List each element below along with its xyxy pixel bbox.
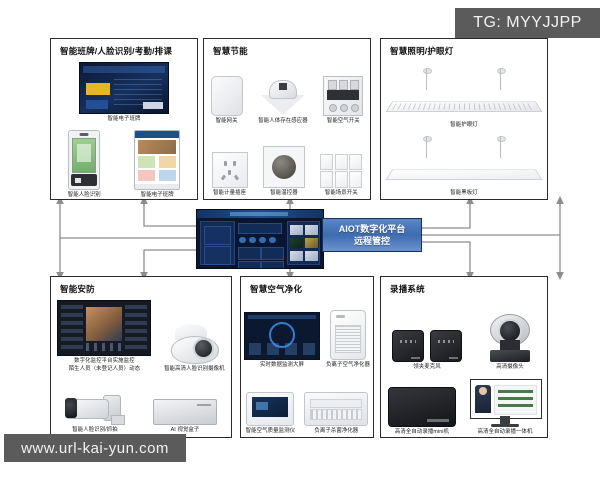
tg-watermark: TG: MYYJJPP [455,8,600,38]
device-caption: AI 视觉盒子 [170,426,200,433]
device-item[interactable]: 智能人体存在感应器 [256,79,310,125]
metering-socket-art [211,151,248,188]
panel-smart-energy[interactable]: 智慧节能 智能网关 智能人体存在感应器 智能空气开关 [203,38,371,200]
device-item[interactable]: 智能人脸识别 [67,129,101,199]
class-info-display-art [134,129,181,190]
device-item[interactable]: 领夹麦克风 [392,329,462,371]
ai-vision-box-art [153,398,217,425]
device-item[interactable]: 智能黑板灯 [385,135,543,197]
device-item[interactable]: 智能场景开关 [320,153,363,197]
panel-smart-security[interactable]: 智能安防 数字化监控平台实施监控 陌生人员（未登记人员）动态 智能高清人脸识别摄… [50,276,232,438]
device-caption: 智能电子班牌 [140,191,174,198]
device-item[interactable]: 智能温控器 [262,145,305,197]
presence-sensor-art [256,79,310,116]
aiot-label-line1: AIOT数字化平台 [338,223,406,234]
device-item[interactable]: 智能高清人脸识别摄像机 [164,323,225,373]
device-caption: 智能空气质量监测仪 [245,427,296,434]
device-caption: 智能高清人脸识别摄像机 [164,365,225,372]
device-caption: 智能人体存在感应器 [258,117,308,124]
device-item[interactable]: 高清全自动录播一体机 [470,378,542,436]
device-caption: 负离子空气净化器 [326,361,370,368]
device-item[interactable]: 负离子空气净化器 [326,309,370,369]
device-caption: 智能温控器 [270,189,298,196]
panel-title: 智能安防 [60,284,95,294]
mini-recorder-art [388,386,456,427]
device-item[interactable]: 智能电子班牌 [134,129,181,199]
bullet-camera-art [65,394,125,425]
device-item[interactable]: 智能电子班牌 [79,61,169,123]
smart-class-board-art [79,61,169,114]
panel-title: 智慧空气净化 [250,284,303,294]
device-item[interactable]: 负离子杀菌净化器 [304,391,369,435]
device-caption: 智能护眼灯 [450,121,478,128]
device-caption: 智能黑板灯 [450,189,478,196]
device-caption: 智能计量插座 [213,189,247,196]
device-item[interactable]: 智能空气质量监测仪 [245,391,296,435]
device-item[interactable]: 智能人脸识别/抓拍 [65,394,125,434]
air-quality-monitor-art [246,391,295,426]
device-caption: 智能场景开关 [324,189,358,196]
panel-title: 智能班牌/人脸识别/考勤/排课 [60,46,173,56]
aiot-platform-label[interactable]: AIOT数字化平台 远程管控 [322,218,422,252]
device-item[interactable]: 智能计量插座 [211,151,248,197]
panel-title: 录播系统 [390,284,425,294]
url-watermark: www.url-kai-yun.com [4,434,186,462]
device-item[interactable]: 实时数据监测大屏 [244,311,321,369]
device-caption: 智能电子班牌 [107,115,141,122]
ptz-camera-art [484,313,536,362]
device-item[interactable]: AI 视觉盒子 [153,398,217,434]
panel-air-purification[interactable]: 智慧空气净化 实时数据监测大屏 负离子空气净化器 智能空气质量监测仪 [240,276,374,438]
device-caption: 智能人脸识别 [67,191,101,198]
all-in-one-recorder-art [470,378,542,427]
eye-care-pendant-lamp-art [385,67,543,120]
lavalier-mics-art [392,329,462,362]
device-caption: 高清全自动录播mini机 [394,428,450,435]
device-item[interactable]: 高清摄像头 [484,313,536,371]
scene-switch-art [320,153,363,188]
device-item[interactable]: 智能网关 [210,75,243,125]
panel-title: 智慧节能 [213,46,248,56]
smart-gateway-art [210,75,243,116]
aiot-platform-dashboard[interactable] [196,209,324,269]
security-monitor-wall-art [57,300,152,357]
device-caption: 实时数据监测大屏 [260,361,304,368]
air-purifier-art [330,309,367,360]
device-item[interactable]: 智能空气开关 [323,75,364,125]
dome-camera-art [171,323,220,364]
device-caption: 领夹麦克风 [413,363,441,370]
panel-title: 智慧照明/护眼灯 [390,46,454,56]
device-item[interactable]: 高清全自动录播mini机 [388,386,456,436]
device-caption: 智能网关 [215,117,238,124]
blackboard-pendant-lamp-art [385,135,543,188]
device-caption: 负离子杀菌净化器 [314,427,359,434]
wall-purifier-art [304,391,369,426]
device-item[interactable]: 数字化监控平台实施监控 陌生人员（未登记人员）动态 [57,300,152,373]
aiot-label-line2: 远程管控 [353,236,390,246]
thermostat-art [262,145,305,188]
panel-smart-lighting[interactable]: 智慧照明/护眼灯 智能护眼灯 智能黑板灯 [380,38,548,200]
device-caption: 高清摄像头 [496,363,524,370]
air-data-screen-art [244,311,321,360]
device-caption: 智能人脸识别/抓拍 [72,426,118,433]
device-caption: 数字化监控平台实施监控 陌生人员（未登记人员）动态 [68,358,141,372]
device-caption: 高清全自动录播一体机 [477,428,533,435]
device-caption: 智能空气开关 [326,117,360,124]
panel-smart-classroom[interactable]: 智能班牌/人脸识别/考勤/排课 智能电子班牌 智能人脸识别 [50,38,198,200]
air-breaker-art [323,75,364,116]
panel-recording-system[interactable]: 录播系统 领夹麦克风 高清摄像头 高清全自动录播mini机 [380,276,548,438]
face-terminal-art [68,129,101,190]
device-item[interactable]: 智能护眼灯 [385,67,543,129]
